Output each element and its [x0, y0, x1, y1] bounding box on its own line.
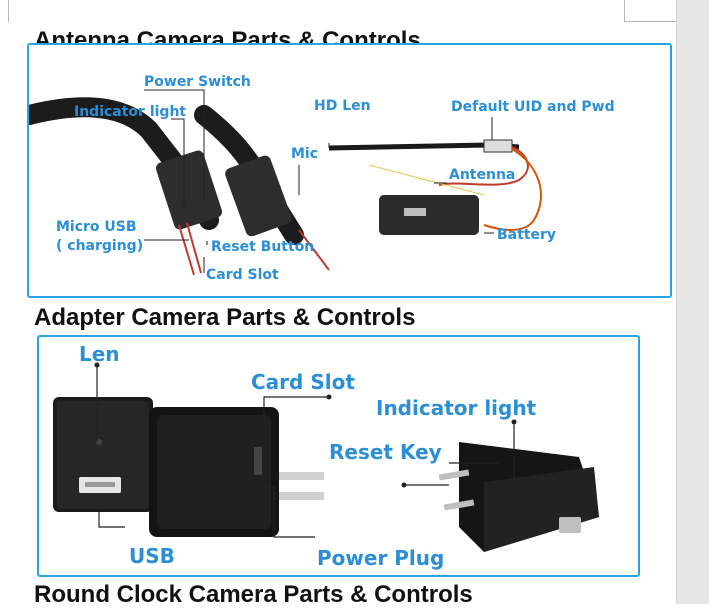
label-usb: USB — [129, 544, 175, 568]
section-heading-round-clock: Round Clock Camera Parts & Controls — [34, 581, 473, 608]
margin-mark-right-h — [624, 21, 676, 22]
margin-mark-left — [8, 0, 9, 22]
adapter-euro-usb — [559, 517, 581, 533]
label-battery: Battery — [497, 227, 556, 243]
label-len: Len — [79, 342, 120, 366]
battery-wire — [483, 148, 542, 231]
euro-pin-1 — [438, 469, 470, 481]
antenna-wire-yellow — [368, 164, 485, 196]
label-power-switch: Power Switch — [144, 74, 251, 90]
adapter-camera-figure: Len Card Slot Indicator light Reset Key … — [37, 335, 640, 577]
card-slot-opening — [254, 447, 262, 475]
label-micro-usb: Micro USB — [56, 219, 137, 235]
label-adapter-indicator-light: Indicator light — [376, 396, 537, 420]
wire-red-1 — [178, 222, 202, 276]
adapter-camera-diagram: Len Card Slot Indicator light Reset Key … — [53, 342, 599, 570]
plug-prong-bottom — [279, 492, 324, 500]
label-hd-len: HD Len — [314, 98, 371, 114]
scrollbar-gutter[interactable] — [676, 0, 709, 604]
label-mic: Mic — [291, 146, 318, 162]
usb-port-tongue — [85, 482, 115, 487]
label-power-plug: Power Plug — [317, 546, 444, 570]
wire-red-2 — [298, 229, 330, 271]
antenna-camera-diagram: Power Switch Indicator light HD Len Defa… — [29, 74, 615, 283]
antenna-wire-red — [438, 146, 529, 186]
antenna-camera-figure: Power Switch Indicator light HD Len Defa… — [27, 43, 672, 298]
camera-module-1 — [155, 150, 223, 230]
battery-pack — [379, 195, 479, 235]
label-charging: ( charging) — [56, 238, 143, 254]
document-page: Antenna Camera Parts & Controls — [8, 0, 676, 608]
euro-pin-2 — [443, 499, 475, 511]
label-reset-key: Reset Key — [329, 440, 442, 464]
label-antenna: Antenna — [449, 167, 515, 183]
label-card-slot: Card Slot — [206, 267, 279, 283]
label-indicator-light: Indicator light — [74, 104, 186, 120]
adapter-euro-face — [484, 467, 599, 552]
section-heading-adapter: Adapter Camera Parts & Controls — [34, 304, 416, 331]
uid-label-board — [483, 139, 513, 153]
battery-sticker — [404, 208, 426, 216]
adapter-plug-face — [157, 415, 271, 529]
label-adapter-card-slot: Card Slot — [251, 370, 355, 394]
camera-module-2 — [225, 155, 292, 237]
margin-mark-right — [624, 0, 625, 22]
label-default-uid: Default UID and Pwd — [451, 99, 615, 115]
plug-prong-top — [279, 472, 324, 480]
label-reset-button: Reset Button — [211, 239, 314, 255]
ribbon-cable-1 — [29, 97, 219, 230]
